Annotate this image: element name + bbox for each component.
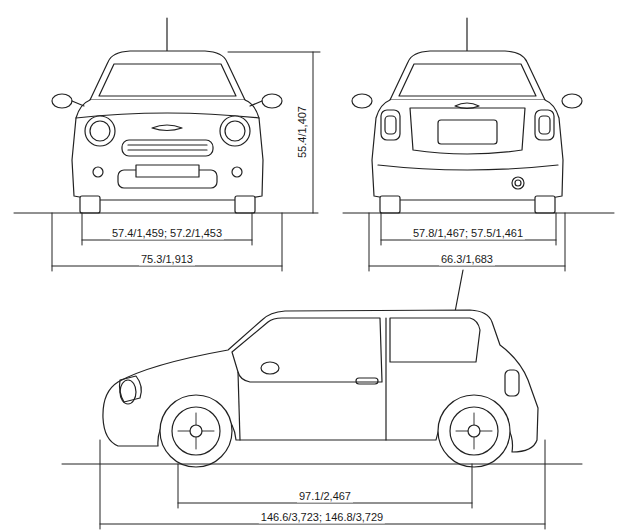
dimension-label: 146.6/3,723; 146.8/3,729 — [259, 511, 385, 524]
dimension-label: 97.1/2,467 — [297, 490, 353, 503]
dimension-label: 55.4/1,407 — [296, 104, 309, 160]
dimension-label: 66.3/1,683 — [439, 253, 495, 266]
rear-view — [352, 18, 582, 213]
front-view — [52, 18, 282, 213]
side-view — [103, 270, 538, 467]
dimension-lines — [14, 52, 614, 529]
dimension-label: 75.3/1,913 — [139, 253, 195, 266]
dimension-label: 57.8/1,467; 57.5/1,461 — [411, 227, 525, 240]
dimension-label: 57.4/1,459; 57.2/1,453 — [110, 227, 224, 240]
